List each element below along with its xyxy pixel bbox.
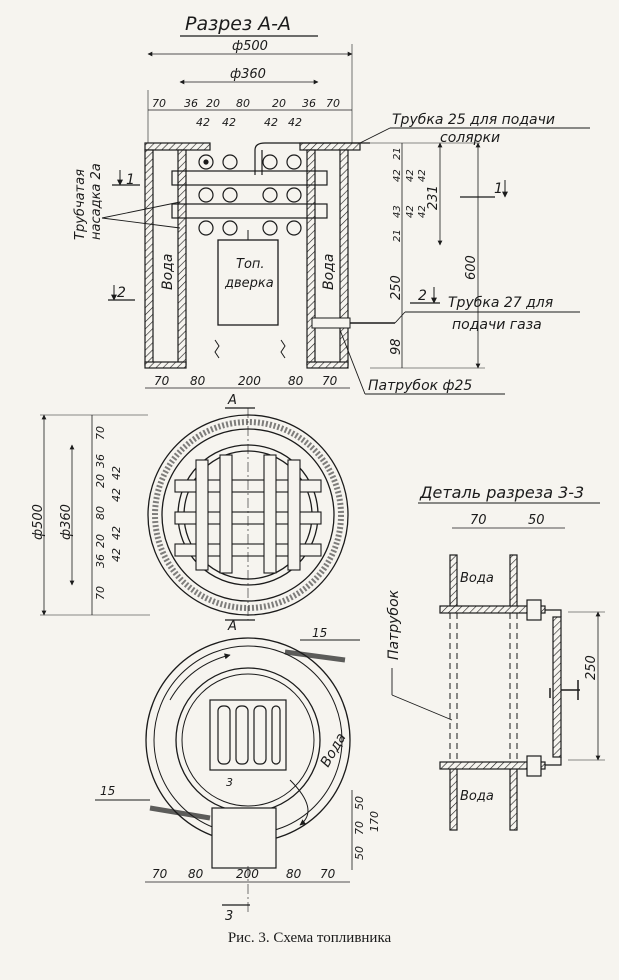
dim-b-1: 70	[154, 374, 170, 388]
marker-1-right: 1	[494, 181, 503, 197]
bottom-view: 15 15 Вода 3 50 70 50 170 70 80 200 80 7…	[95, 626, 381, 924]
detail-dim-250: 250	[584, 655, 599, 680]
water-label-right: Вода	[321, 254, 337, 290]
dim-360: ф360	[230, 67, 266, 82]
plan-dim-l-7: 70	[94, 586, 107, 600]
dim-b-4: 80	[288, 374, 304, 388]
plan-dim-l-6: 36	[94, 554, 107, 568]
dim-b-3: 200	[238, 374, 261, 388]
section-view: ф500 ф360 70 36 20 80 20 36 70 42 42 42 …	[73, 39, 590, 395]
bv-dim-b-4: 80	[286, 867, 302, 881]
dim-r-3: 42	[405, 169, 416, 182]
bv-dim-b-1: 70	[152, 867, 168, 881]
plan-dim-s-2: 42	[110, 488, 123, 502]
tube27-label-1: Трубка 27 для	[448, 295, 553, 311]
plan-dim-s-3: 42	[110, 526, 123, 540]
bv-dim-r-3: 50	[353, 846, 366, 860]
dim-top-3: 20	[206, 97, 220, 110]
bottom-15-left: 15	[100, 784, 115, 798]
detail-title: Деталь разреза 3-3	[419, 483, 584, 502]
figure-caption: Рис. 3. Схема топливника	[227, 930, 392, 946]
detail-pipe-label: Патрубок	[386, 589, 402, 660]
water-label-left: Вода	[160, 254, 176, 290]
dim-r-8: 21	[392, 229, 403, 242]
dim-r-5: 43	[392, 205, 403, 218]
bottom-15-top: 15	[312, 626, 327, 640]
section-title: Разрез А-А	[185, 13, 291, 35]
dim-top-6: 36	[302, 97, 316, 110]
bv-dim-b-5: 70	[320, 867, 336, 881]
dim-top-4: 80	[236, 97, 250, 110]
dim-top-5: 20	[272, 97, 286, 110]
dim-b-5: 70	[322, 374, 338, 388]
tube25-label-2: солярки	[440, 130, 500, 146]
dim-r-6: 42	[405, 205, 416, 218]
marker-a-top: А	[227, 393, 237, 408]
door-label-2: дверка	[224, 276, 274, 291]
plan-dim-l-2: 36	[94, 454, 107, 468]
dim-r-4: 42	[417, 169, 428, 182]
plan-dim-l-4: 80	[94, 506, 107, 520]
nozzle-label-2: насадка 2а	[89, 163, 104, 240]
detail-water-bottom: Вода	[460, 789, 494, 804]
plan-view: А ф500 ф360 70 36 20 80 20	[31, 393, 349, 634]
plan-dim-500: ф500	[31, 504, 46, 540]
dim-top-2: 36	[184, 97, 198, 110]
plan-dim-l-1: 70	[94, 426, 107, 440]
plan-dim-360: ф360	[59, 504, 74, 540]
bottom-water: Вода	[318, 730, 350, 770]
dim-sub-2: 42	[222, 116, 236, 129]
plan-dim-s-4: 42	[110, 548, 123, 562]
detail-dim-50: 50	[528, 513, 545, 528]
nozzle-label-1: Трубчатая	[73, 169, 88, 240]
marker-1-left: 1	[126, 172, 135, 188]
dim-b-2: 80	[190, 374, 206, 388]
bv-dim-r-4: 170	[368, 811, 381, 832]
bv-dim-b-3: 200	[236, 867, 259, 881]
dim-top-7: 70	[326, 97, 340, 110]
bv-dim-b-2: 80	[188, 867, 204, 881]
pipe-label: Патрубок ф25	[368, 378, 472, 394]
dim-600: 600	[464, 255, 479, 280]
bv-dim-r-1: 50	[353, 796, 366, 810]
tube27-label-2: подачи газа	[452, 317, 542, 333]
tube25-label-1: Трубка 25 для подачи	[392, 112, 555, 128]
door-label-1: Топ.	[236, 257, 265, 272]
dim-r-1: 21	[392, 147, 403, 160]
marker-2-right: 2	[418, 288, 427, 304]
plan-dim-s-1: 42	[110, 466, 123, 480]
dim-sub-4: 42	[288, 116, 302, 129]
dim-top-1: 70	[152, 97, 166, 110]
detail-view: Деталь разреза 3-3 70 50 Вода Вода 250 П…	[386, 483, 605, 831]
marker-2-left: 2	[117, 285, 126, 301]
dim-98: 98	[389, 338, 404, 355]
dim-sub-1: 42	[196, 116, 210, 129]
dim-250: 250	[389, 275, 404, 300]
bottom-3-label: 3	[226, 776, 233, 789]
plan-dim-l-5: 20	[94, 534, 107, 548]
detail-dim-70: 70	[470, 513, 487, 528]
dim-sub-3: 42	[264, 116, 278, 129]
marker-a-bottom: А	[227, 619, 237, 634]
dim-231: 231	[426, 185, 441, 210]
dim-r-2: 42	[392, 169, 403, 182]
dim-r-7: 42	[417, 205, 428, 218]
plan-dim-l-3: 20	[94, 474, 107, 488]
bv-dim-r-2: 70	[353, 821, 366, 835]
marker-3: 3	[225, 909, 233, 924]
detail-water-top: Вода	[460, 571, 494, 586]
dim-500: ф500	[232, 39, 268, 54]
